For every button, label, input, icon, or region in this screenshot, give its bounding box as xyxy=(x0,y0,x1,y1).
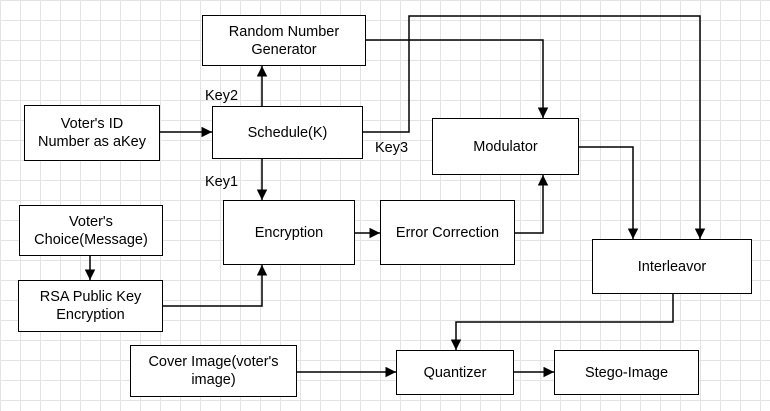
edge-rng-to-modulator xyxy=(366,39,549,118)
key1-label: Key1 xyxy=(205,174,239,190)
edge-rsa-to-encryption xyxy=(163,265,268,307)
interleavor-node: Interleavor xyxy=(592,239,752,294)
error-correction-node: Error Correction xyxy=(380,200,515,265)
rsa-encryption-node: RSA Public Key Encryption xyxy=(18,280,163,332)
voter-id-node: Voter's ID Number as aKey xyxy=(24,105,160,161)
edge-interleavor-to-quantizer xyxy=(450,294,674,350)
cover-image-node: Cover Image(voter's image) xyxy=(130,345,297,397)
encryption-node: Encryption xyxy=(223,200,355,265)
random-number-generator-node: Random Number Generator xyxy=(202,15,366,66)
quantizer-node: Quantizer xyxy=(396,350,514,395)
edge-error-correction-to-modulator xyxy=(515,175,549,234)
modulator-node: Modulator xyxy=(432,118,579,175)
stego-image-node: Stego-Image xyxy=(554,350,699,395)
edge-modulator-to-interleavor xyxy=(579,146,639,239)
edge-schedule-to-interleavor xyxy=(363,15,706,239)
voter-choice-node: Voter's Choice(Message) xyxy=(19,205,163,256)
key3-label: Key3 xyxy=(375,140,409,156)
schedule-node: Schedule(K) xyxy=(212,106,363,159)
key2-label: Key2 xyxy=(205,88,239,104)
